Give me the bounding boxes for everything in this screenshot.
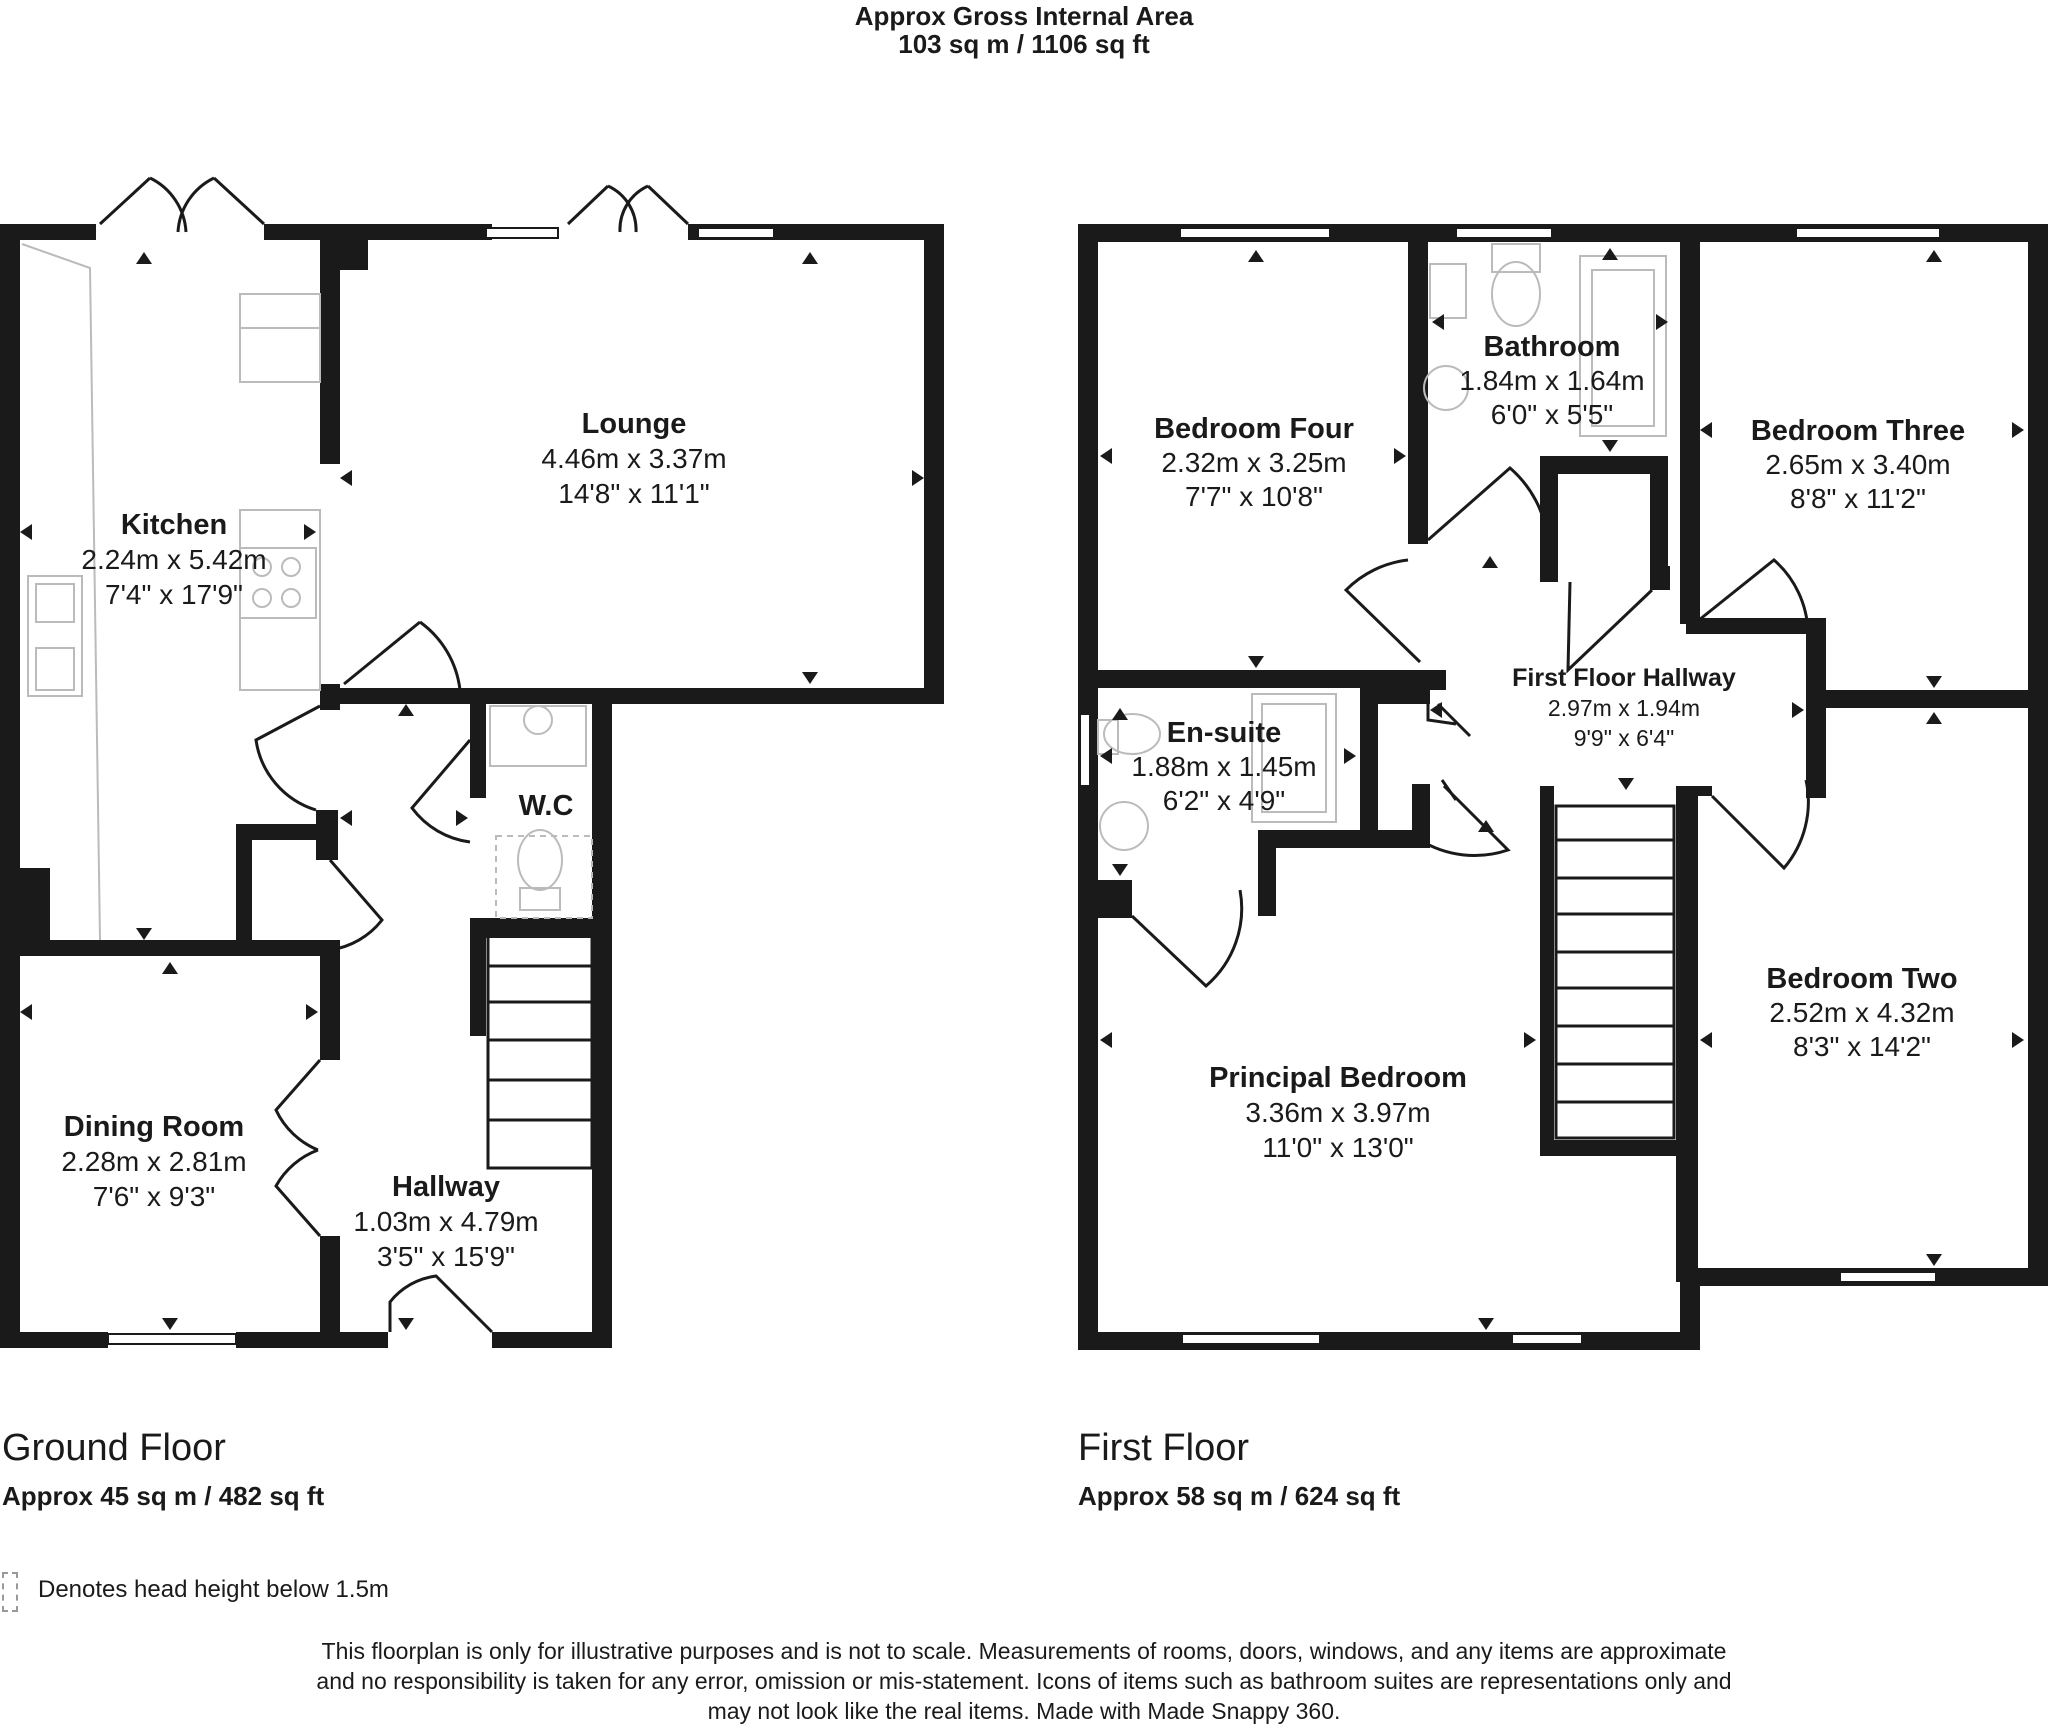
kitchen-name: Kitchen [121, 509, 227, 541]
ground-floor-stairs [486, 934, 594, 1170]
bedroom-four-imperial: 7'7" x 10'8" [1185, 481, 1323, 512]
bedroom-two-name: Bedroom Two [1766, 963, 1957, 995]
wc-name: W.C [519, 790, 574, 822]
ground-floor-title: Ground Floor [2, 1427, 226, 1469]
disclaimer-line: This floorplan is only for illustrative … [321, 1638, 1727, 1664]
lounge-imperial: 14'8" x 11'1" [558, 478, 709, 509]
principal-bedroom-name: Principal Bedroom [1209, 1062, 1467, 1094]
ground-floor-area: Approx 45 sq m / 482 sq ft [2, 1481, 325, 1511]
ground-floor-doors [98, 176, 690, 1334]
hallway-metric: 1.03m x 4.79m [353, 1206, 538, 1237]
kitchen-metric: 2.24m x 5.42m [81, 544, 266, 575]
hallway-name: Hallway [392, 1171, 500, 1203]
principal-bedroom-metric: 3.36m x 3.97m [1245, 1097, 1430, 1128]
dining-imperial: 7'6" x 9'3" [93, 1181, 215, 1212]
bathroom-name: Bathroom [1484, 331, 1621, 363]
bedroom-two-metric: 2.52m x 4.32m [1769, 997, 1954, 1028]
bedroom-four-metric: 2.32m x 3.25m [1161, 447, 1346, 478]
area-title: Approx Gross Internal Area [854, 1, 1194, 31]
ground-floor-labels: Kitchen 2.24m x 5.42m 7'4" x 17'9" Loung… [61, 408, 726, 1272]
ground-floor-arrows [20, 252, 924, 1330]
ensuite-imperial: 6'2" x 4'9" [1163, 785, 1285, 816]
dining-name: Dining Room [64, 1111, 244, 1143]
bedroom-three-metric: 2.65m x 3.40m [1765, 449, 1950, 480]
first-floor-plan [1078, 224, 2048, 1350]
first-floor-arrows [1100, 248, 2024, 1330]
hallway-imperial: 3'5" x 15'9" [377, 1241, 515, 1272]
head-height-legend-swatch [2, 1572, 18, 1612]
bedroom-three-imperial: 8'8" x 11'2" [1790, 483, 1926, 514]
principal-bedroom-imperial: 11'0" x 13'0" [1262, 1132, 1413, 1163]
ff-hallway-imperial: 9'9" x 6'4" [1574, 725, 1675, 751]
disclaimer-line: may not look like the real items. Made w… [707, 1698, 1341, 1724]
disclaimer-line: and no responsibility is taken for any e… [316, 1668, 1732, 1694]
ff-hallway-name: First Floor Hallway [1512, 664, 1736, 692]
bedroom-two-imperial: 8'3" x 14'2" [1793, 1031, 1931, 1062]
bathroom-metric: 1.84m x 1.64m [1459, 365, 1644, 396]
ensuite-metric: 1.88m x 1.45m [1131, 751, 1316, 782]
first-floor-labels: Bedroom Four 2.32m x 3.25m 7'7" x 10'8" … [1131, 331, 1965, 1163]
bedroom-four-name: Bedroom Four [1154, 413, 1354, 445]
head-height-legend: Denotes head height below 1.5m [38, 1576, 389, 1603]
total-area: 103 sq m / 1106 sq ft [898, 29, 1150, 59]
lounge-name: Lounge [582, 408, 687, 440]
ensuite-name: En-suite [1167, 717, 1281, 749]
disclaimer: This floorplan is only for illustrative … [224, 1636, 1824, 1726]
bathroom-imperial: 6'0" x 5'5" [1491, 399, 1613, 430]
first-floor-title: First Floor [1078, 1427, 1249, 1469]
first-floor-stairs [1554, 804, 1676, 1140]
lounge-metric: 4.46m x 3.37m [541, 443, 726, 474]
first-floor-doors [1130, 466, 1810, 989]
ground-floor-plan [0, 224, 944, 1348]
ff-hallway-metric: 2.97m x 1.94m [1548, 695, 1700, 721]
bedroom-three-name: Bedroom Three [1751, 415, 1965, 447]
dining-metric: 2.28m x 2.81m [61, 1146, 246, 1177]
ground-floor-fixtures [21, 243, 593, 941]
kitchen-imperial: 7'4" x 17'9" [105, 579, 243, 610]
first-floor-area: Approx 58 sq m / 624 sq ft [1078, 1481, 1401, 1511]
